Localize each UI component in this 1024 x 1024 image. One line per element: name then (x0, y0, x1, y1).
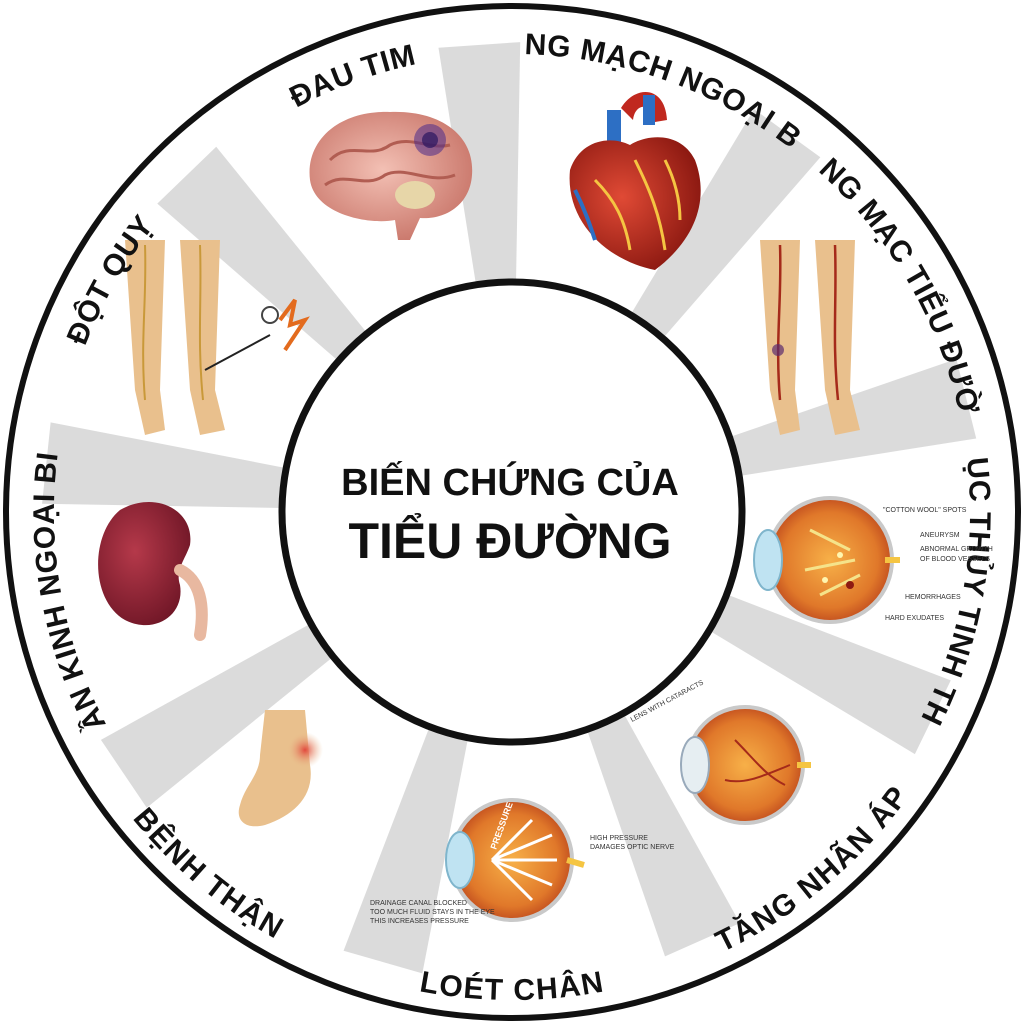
leg-arteries-icon (760, 240, 860, 435)
retina-annotation: ABNORMAL GROWTH (920, 546, 993, 553)
retina-annotation: "COTTON WOOL" SPOTS (883, 507, 967, 514)
retina-annotation: HEMORRHAGES (905, 594, 961, 601)
foot-ulcer-icon (238, 710, 323, 827)
retina-annotation: ANEURYSM (920, 532, 960, 539)
brain-icon (309, 111, 473, 240)
leg-nerves-icon (125, 240, 310, 435)
center-title-line2: TIỂU ĐƯỜNG (348, 513, 671, 569)
center-title-line1: BIẾN CHỨNG CỦA (341, 460, 679, 504)
wedge-divider (343, 726, 469, 974)
glaucoma-annotation: THIS INCREASES PRESSURE (370, 918, 469, 925)
wedge-divider (438, 42, 521, 285)
retina-eye-icon (753, 496, 900, 624)
wedge-divider (586, 713, 740, 957)
wedge-divider (630, 109, 821, 339)
retina-annotation: HARD EXUDATES (885, 615, 944, 622)
retina-annotations: "COTTON WOOL" SPOTS ANEURYSM ABNORMAL GR… (883, 507, 993, 622)
kidney-icon (98, 502, 208, 641)
wedge-divider (100, 623, 334, 808)
wedge-divider (157, 146, 368, 362)
glaucoma-annotation: DAMAGES OPTIC NERVE (590, 844, 675, 851)
wedge-divider (42, 422, 287, 508)
cataract-eye-icon (680, 705, 811, 825)
glaucoma-annotation: HIGH PRESSURE (590, 835, 648, 842)
wedge-divider (709, 594, 951, 755)
retina-annotation: OF BLOOD VESSELS (920, 556, 990, 563)
glaucoma-annotation: DRAINAGE CANAL BLOCKED (370, 900, 467, 907)
glaucoma-annotation: TOO MUCH FLUID STAYS IN THE EYE (370, 909, 495, 916)
heart-icon (569, 92, 701, 270)
glaucoma-eye-icon (445, 798, 585, 922)
center-circle (278, 278, 746, 746)
